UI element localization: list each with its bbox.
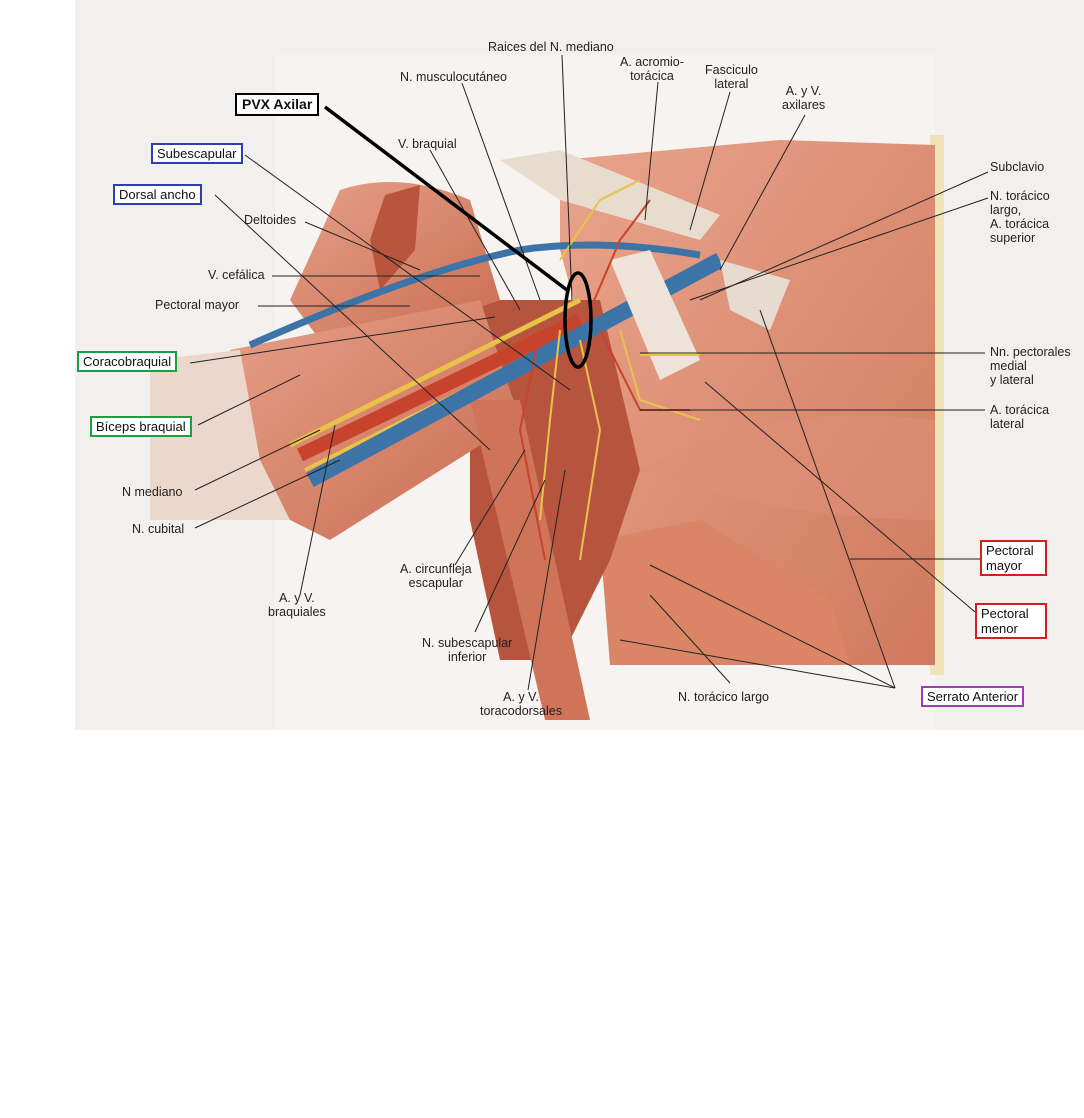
label-subclavio: Subclavio <box>990 160 1045 174</box>
pvx-ellipse <box>563 271 593 369</box>
label-circunfleja-escapular: A. circunfleja escapular <box>400 562 472 590</box>
box-biceps-braquial: Bíceps braquial <box>90 416 192 437</box>
label-subescapular-inferior: N. subescapular inferior <box>422 636 513 664</box>
label-toracico-largo-superior: N. torácico largo, A. torácica superior <box>990 189 1050 245</box>
pvx-pointer-line <box>323 105 569 292</box>
box-coracobraquial: Coracobraquial <box>77 351 178 372</box>
arm-stump <box>150 350 290 520</box>
label-toracico-largo: N. torácico largo <box>678 690 770 704</box>
nerve-branches <box>539 179 701 561</box>
label-acromio-toracica: A. acromio- torácica <box>620 55 684 83</box>
leader-lines <box>189 54 989 691</box>
box-pectoral-mayor: Pectoral mayor <box>980 540 1047 576</box>
label-n-mediano: N mediano <box>122 485 183 499</box>
label-nn-pectorales: Nn. pectorales medial y lateral <box>990 345 1071 387</box>
label-toracodorsales: A. y V. toracodorsales <box>480 690 562 718</box>
label-ayv-axilares: A. y V. axilares <box>782 84 826 112</box>
label-toracica-lateral: A. torácica lateral <box>990 403 1050 431</box>
pectoralis-minor-tendon <box>610 250 700 380</box>
label-pectoral-mayor-left: Pectoral mayor <box>155 298 240 312</box>
box-pectoral-menor: Pectoral menor <box>975 603 1047 639</box>
label-v-cefalica: V. cefálica <box>208 268 265 282</box>
box-pvx-axilar: PVX Axilar <box>235 93 320 116</box>
label-fasciculo-lateral: Fasciculo lateral <box>705 63 758 91</box>
latissimus-strip <box>470 400 590 720</box>
label-n-cubital: N. cubital <box>132 522 185 536</box>
nerve-bundle <box>288 297 582 448</box>
brachial-artery <box>296 313 584 462</box>
subclavius <box>720 260 790 330</box>
box-dorsal-ancho: Dorsal ancho <box>113 184 202 205</box>
pectoral-fold <box>640 415 935 520</box>
deltoid-cut <box>370 185 420 290</box>
label-musculocutaneo: N. musculocutáneo <box>400 70 508 84</box>
anatomy-illustration <box>75 0 1084 730</box>
serratus-area <box>600 520 850 665</box>
box-subescapular: Subescapular <box>151 143 243 164</box>
box-serrato-anterior: Serrato Anterior <box>921 686 1025 707</box>
label-deltoides: Deltoides <box>244 213 297 227</box>
label-v-braquial: V. braquial <box>398 137 457 151</box>
label-ayv-braquiales: A. y V. braquiales <box>268 591 326 619</box>
label-raices-mediano: Raices del N. mediano <box>488 40 614 54</box>
